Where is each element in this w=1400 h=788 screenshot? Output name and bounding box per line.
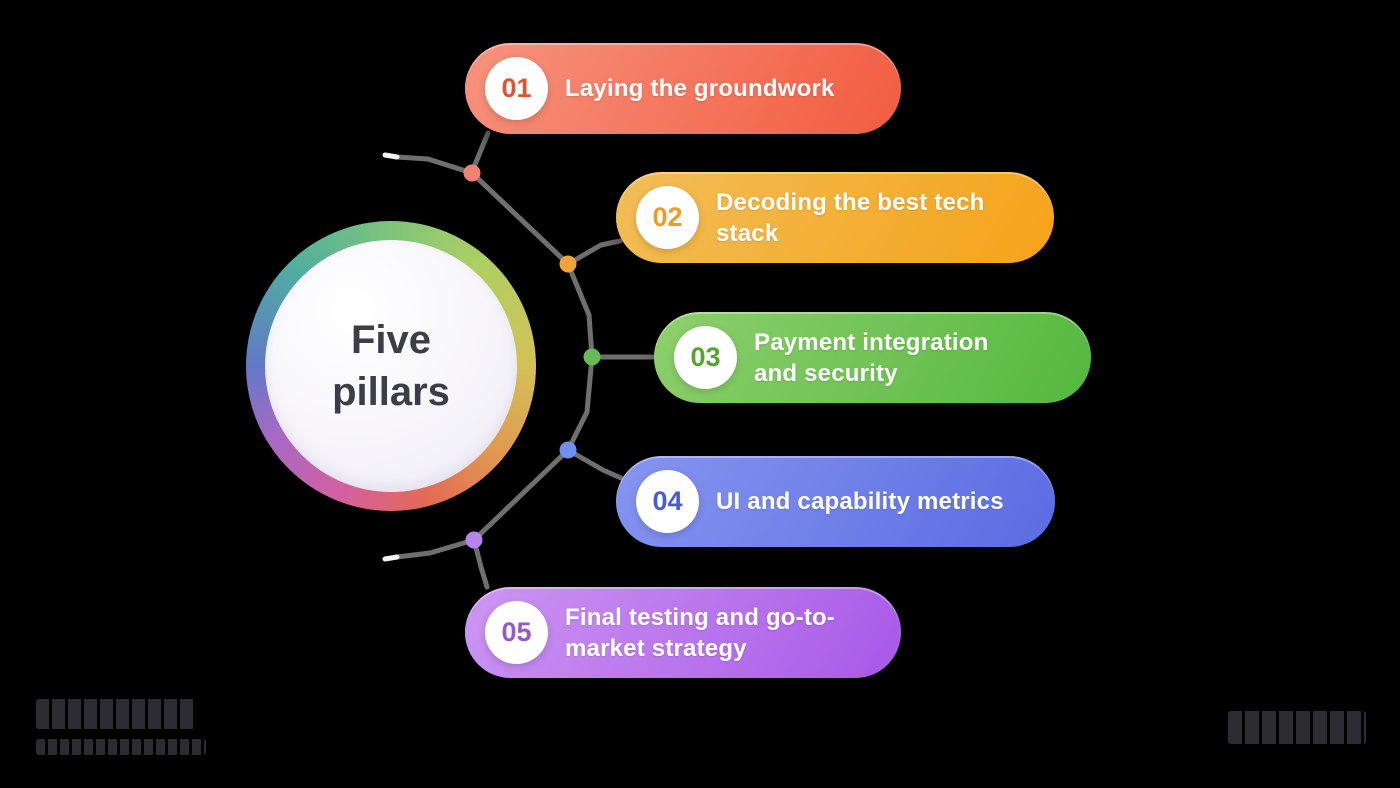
dot-pillar-3 (583, 348, 601, 366)
central-circle-face: Five pillars (265, 240, 517, 492)
dot-pillar-2 (559, 255, 577, 273)
footer-left-logo-tagline (36, 739, 206, 755)
connector-tip-bottom (382, 554, 400, 562)
pillar-number-badge: 04 (636, 470, 699, 533)
footer-left-logo-wordmark (36, 699, 196, 729)
pillar-label: Decoding the best tech stack (716, 187, 984, 249)
pillar-label: UI and capability metrics (716, 486, 1004, 517)
pillar-label-line-1: Payment integration (754, 328, 989, 356)
connector-branch-1-left (394, 154, 475, 176)
pillar-number-badge: 05 (485, 601, 548, 664)
hub-title-line-2: pillars (332, 370, 450, 414)
pillar-label-line-2: and security (754, 359, 898, 387)
connector-branch-5-left (394, 537, 477, 560)
pillar-label-line-1: Laying the groundwork (565, 75, 835, 102)
pillar-label-line-1: UI and capability metrics (716, 488, 1004, 515)
pillar-number-badge: 01 (485, 57, 548, 120)
connector-tip-top (382, 152, 400, 160)
hub-title-line-1: Five (350, 318, 432, 362)
pillar-banner-1: 01 Laying the groundwork (465, 43, 901, 134)
dot-pillar-1 (463, 164, 481, 182)
connector-dot-group (463, 164, 601, 549)
pillar-label-line-1: Decoding the best tech (716, 188, 985, 216)
dot-pillar-5 (465, 531, 483, 549)
connector-branch-4 (565, 447, 624, 481)
pillar-banner-3: 03 Payment integration and security (654, 312, 1091, 403)
dot-pillar-4 (559, 441, 577, 459)
connector-branch-2 (565, 238, 623, 267)
pillar-label-line-2: market strategy (565, 634, 747, 662)
pillar-label-line-1: Final testing and go-to- (565, 603, 836, 631)
pillar-label: Laying the groundwork (565, 73, 835, 104)
footer-right-logo-wordmark (1228, 711, 1366, 744)
pillar-number-badge: 03 (674, 326, 737, 389)
pillar-label-line-2: stack (716, 219, 779, 247)
pillar-banner-2: 02 Decoding the best tech stack (616, 172, 1054, 263)
pillar-label: Payment integration and security (754, 327, 989, 389)
connector-tip-group (382, 152, 400, 562)
pillar-number-badge: 02 (636, 186, 699, 249)
central-circle: Five pillars (246, 221, 536, 511)
pillar-label: Final testing and go-to- market strategy (565, 602, 835, 664)
pillar-banner-5: 05 Final testing and go-to- market strat… (465, 587, 901, 678)
pillar-banner-4: 04 UI and capability metrics (616, 456, 1055, 547)
